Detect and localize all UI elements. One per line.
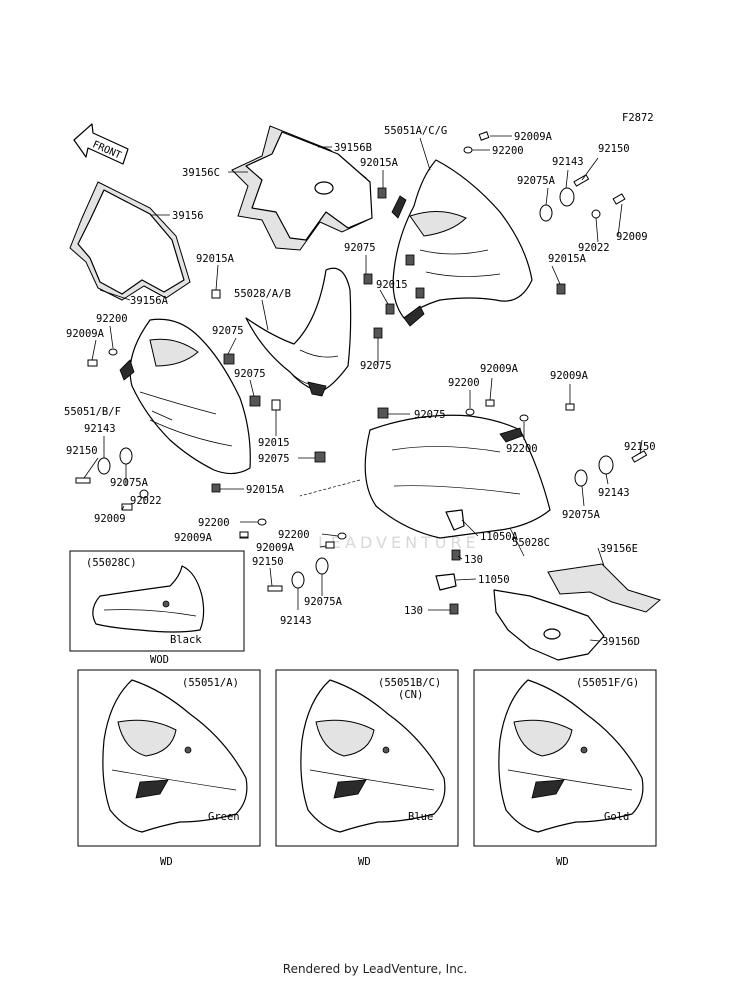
callout-label: 92200 bbox=[278, 529, 310, 541]
callout-label: 55028C bbox=[512, 537, 550, 549]
callout-label: 92143 bbox=[280, 615, 312, 627]
variant-color: Green bbox=[208, 811, 240, 823]
callout-label: 11050 bbox=[478, 574, 510, 586]
callout-label: 92009 bbox=[616, 231, 648, 243]
inner-panel-39156e bbox=[547, 563, 662, 613]
callout-label: 92009A bbox=[514, 131, 553, 143]
callout-label: 92015 bbox=[376, 279, 408, 291]
callout-label: 39156C bbox=[182, 167, 220, 179]
callout-label: 55051/B/F bbox=[64, 406, 121, 418]
inner-panel-39156d bbox=[493, 589, 605, 661]
callout-label: 39156 bbox=[172, 210, 204, 222]
callout-label: 92015A bbox=[548, 253, 587, 265]
side-cowl-right bbox=[391, 159, 533, 327]
variant-green: (55051/A) Green WD bbox=[77, 669, 261, 868]
variant-gold: (55051F/G) Gold WD bbox=[473, 669, 657, 868]
callout-label: 92015A bbox=[360, 157, 399, 169]
inner-panel-39156b bbox=[245, 131, 373, 241]
callout-label: 92075 bbox=[212, 325, 244, 337]
callout-label: 92075A bbox=[517, 175, 556, 187]
inner-panel-39156a bbox=[77, 189, 185, 295]
callout-label: 11050A bbox=[480, 531, 519, 543]
callout-label: 92009A bbox=[480, 363, 519, 375]
callout-label: 92009 bbox=[94, 513, 126, 525]
callout-label: 39156A bbox=[130, 295, 169, 307]
callout-label: 92009A bbox=[256, 542, 295, 554]
callout-label: 55028/A/B bbox=[234, 288, 291, 300]
callout-label: 92150 bbox=[66, 445, 98, 457]
callout-label: 92009A bbox=[550, 370, 589, 382]
figure-code: F2872 bbox=[622, 112, 654, 124]
callout-label: 92075 bbox=[414, 409, 446, 421]
callout-label: 92200 bbox=[506, 443, 538, 455]
callout-label: 39156B bbox=[334, 142, 372, 154]
callout-label: 92015A bbox=[196, 253, 235, 265]
callout-label: 92200 bbox=[448, 377, 480, 389]
variant-region: (CN) bbox=[398, 689, 423, 701]
inset-color-label: Black bbox=[170, 634, 202, 646]
callout-label: 92075 bbox=[344, 242, 376, 254]
callout-label: 92200 bbox=[96, 313, 128, 325]
inset-title: (55028C) bbox=[86, 557, 137, 569]
callout-label: 39156E bbox=[600, 543, 638, 555]
callout-label: 92143 bbox=[552, 156, 584, 168]
hardware-group bbox=[75, 131, 648, 615]
callout-label: 92075 bbox=[360, 360, 392, 372]
callout-label: 92075A bbox=[110, 477, 149, 489]
callout-label: 130 bbox=[404, 605, 423, 617]
callout-label: 92075 bbox=[258, 453, 290, 465]
callout-label: 92143 bbox=[598, 487, 630, 499]
callout-label: 92075 bbox=[234, 368, 266, 380]
callout-label: 92200 bbox=[492, 145, 524, 157]
variant-code: (55051F/G) bbox=[576, 677, 639, 689]
callout-label: 39156D bbox=[602, 636, 640, 648]
side-cowl-left bbox=[119, 318, 251, 475]
callout-label: 92150 bbox=[624, 441, 656, 453]
variant-caption: WD bbox=[160, 856, 173, 868]
callout-labels: 55051A/C/G 92009A 92200 39156B 92015A 92… bbox=[64, 125, 656, 648]
callout-label: 92143 bbox=[84, 423, 116, 435]
callout-label: 92015 bbox=[258, 437, 290, 449]
upper-cowl-55028 bbox=[245, 267, 352, 397]
callout-label: 130 bbox=[464, 554, 483, 566]
variant-color: Gold bbox=[604, 811, 629, 823]
callout-label: 92022 bbox=[130, 495, 162, 507]
callout-label: 92009A bbox=[66, 328, 105, 340]
callout-label: 92009A bbox=[174, 532, 213, 544]
front-arrow-icon: FRONT bbox=[73, 123, 129, 165]
callout-label: 92150 bbox=[252, 556, 284, 568]
callout-label: 92150 bbox=[598, 143, 630, 155]
callout-label: 92075A bbox=[562, 509, 601, 521]
leader-lines bbox=[83, 135, 643, 642]
lower-cowl-55028c bbox=[299, 414, 551, 539]
callout-label: 92200 bbox=[198, 517, 230, 529]
variant-code: (55051/A) bbox=[182, 677, 239, 689]
inset-wod: (55028C) Black WOD bbox=[69, 550, 245, 666]
variant-caption: WD bbox=[358, 856, 371, 868]
callout-label: 92075A bbox=[304, 596, 343, 608]
footer-credit: Rendered by LeadVenture, Inc. bbox=[282, 962, 468, 976]
variant-code: (55051B/C) bbox=[378, 677, 441, 689]
callout-label: 55051A/C/G bbox=[384, 125, 447, 137]
inset-caption: WOD bbox=[150, 654, 169, 666]
variant-caption: WD bbox=[556, 856, 569, 868]
variant-blue: (55051B/C) (CN) Blue WD bbox=[275, 669, 459, 868]
variant-color: Blue bbox=[408, 811, 433, 823]
callout-label: 92022 bbox=[578, 242, 610, 254]
callout-label: 92015A bbox=[246, 484, 285, 496]
